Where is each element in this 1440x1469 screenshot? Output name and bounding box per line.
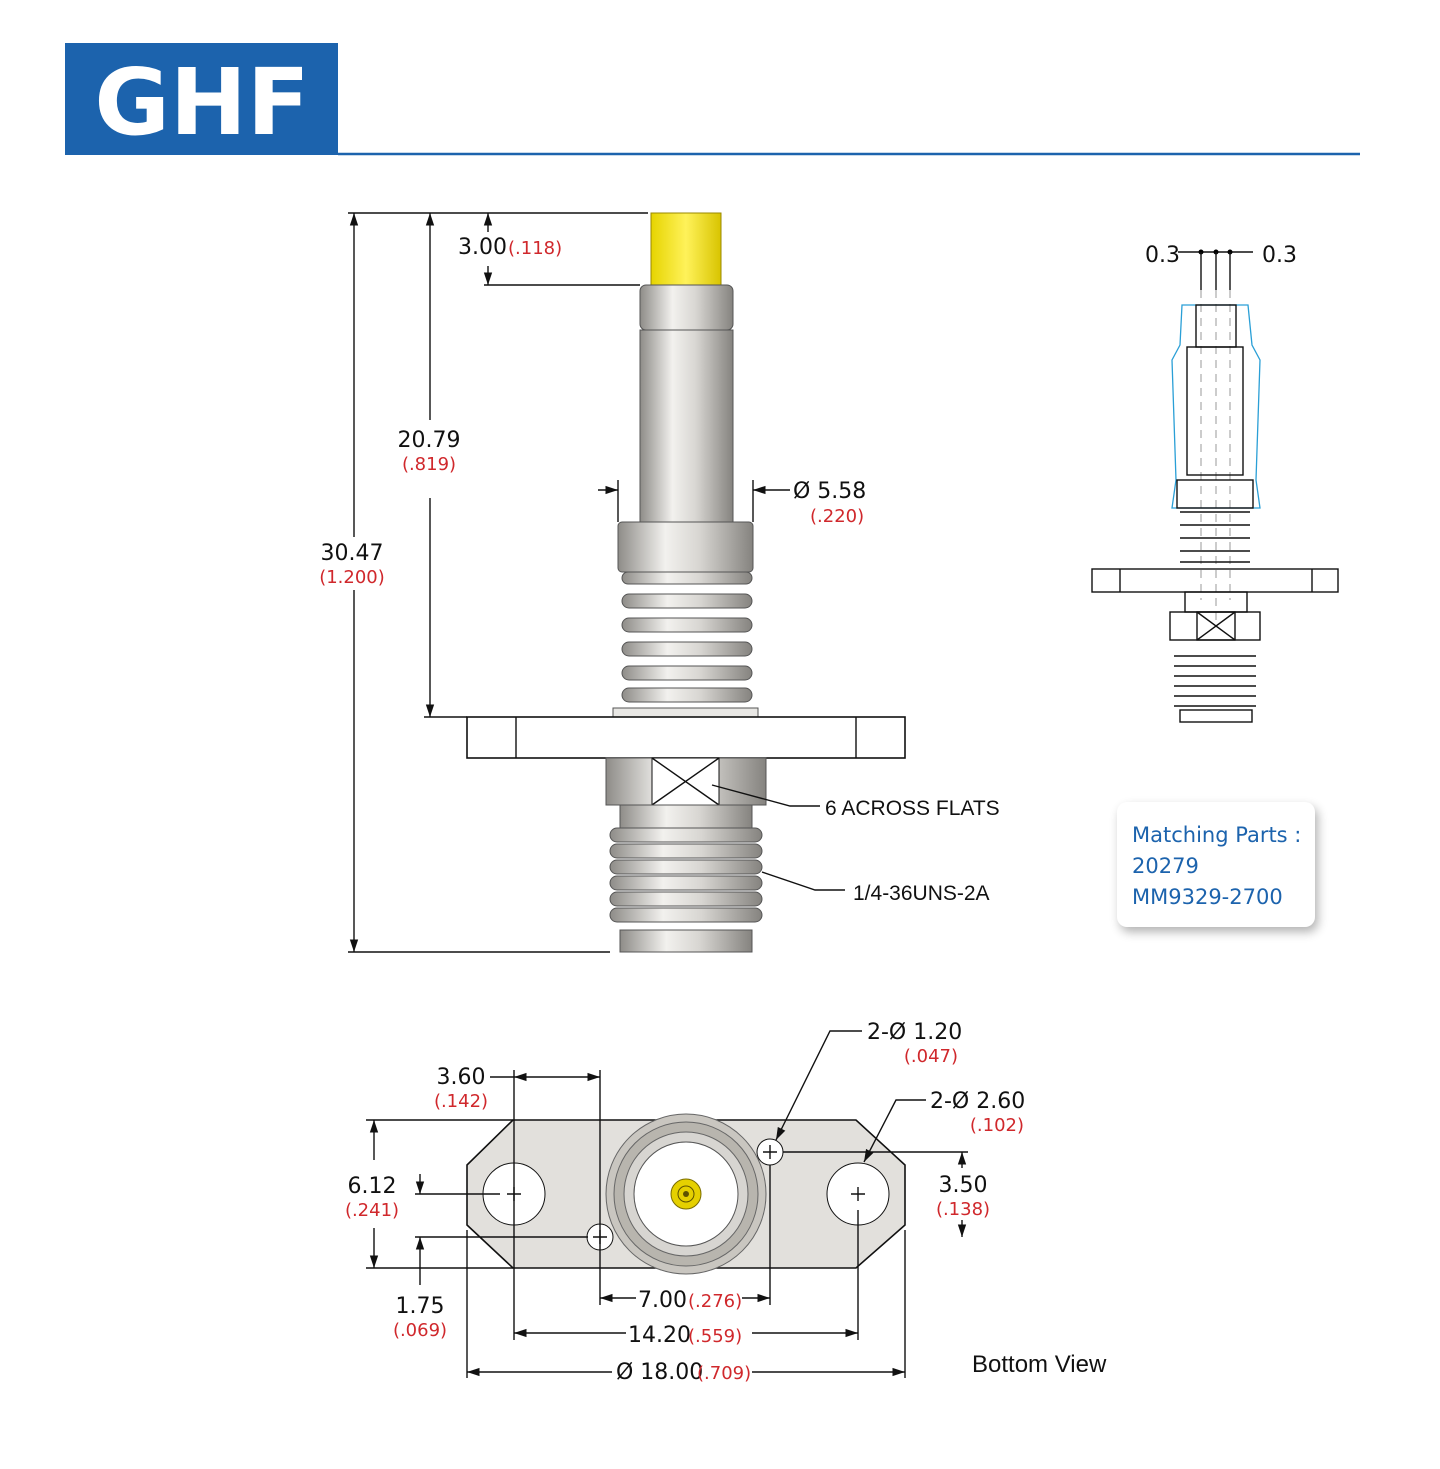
- shaft: [639, 329, 734, 523]
- matching-parts-card: Matching Parts : 20279 MM9329-2700: [1117, 802, 1315, 927]
- dim-small-hole-y-mm: 3.50: [939, 1173, 988, 1198]
- dim-height-mm: 6.12: [348, 1174, 397, 1199]
- dim-offset-mm: 3.60: [437, 1065, 486, 1090]
- dim-large-holes-in: (.102): [970, 1115, 1024, 1136]
- dim-offset-in: (.142): [434, 1091, 488, 1112]
- float-left-tol: 0.3: [1145, 243, 1180, 268]
- thread: [609, 827, 763, 923]
- contact-tip: [650, 212, 722, 286]
- header: GHF: [65, 43, 1360, 156]
- bottom-view-label: Bottom View: [972, 1351, 1107, 1378]
- dim-small-hole-x-in: (.276): [688, 1291, 742, 1312]
- matching-part: 20279: [1132, 854, 1199, 878]
- dim-hole-y-mm: 1.75: [396, 1294, 445, 1319]
- dim-spacing-in: (.559): [688, 1326, 742, 1347]
- dim-overall-in: (1.200): [319, 567, 385, 588]
- dim-overall-mm: 30.47: [321, 541, 384, 566]
- dim-hole-y-in: (.069): [393, 1320, 447, 1341]
- note-thread: 1/4-36UNS-2A: [853, 882, 990, 905]
- logo-text: GHF: [94, 49, 309, 156]
- dim-small-holes-mm: 2-Ø 1.20: [867, 1020, 962, 1045]
- dim-small-hole-y-in: (.138): [936, 1199, 990, 1220]
- dim-small-hole-x-mm: 7.00: [638, 1288, 687, 1313]
- side-view: 30.47 (1.200) 20.79 (.819) 3.00 (.118) Ø…: [319, 212, 1000, 953]
- note-flats: 6 ACROSS FLATS: [825, 797, 1000, 820]
- dim-diameter-mm: Ø 5.58: [793, 479, 866, 504]
- spring: [621, 571, 753, 703]
- dim-tip-in: (.118): [508, 238, 562, 259]
- dim-flange-mm: 20.79: [398, 428, 461, 453]
- dim-large-holes-mm: 2-Ø 2.60: [930, 1089, 1025, 1114]
- dim-spacing-mm: 14.20: [628, 1323, 691, 1348]
- flange: [466, 716, 906, 759]
- float-right-tol: 0.3: [1262, 243, 1297, 268]
- dim-diameter-in: (.220): [810, 506, 864, 527]
- dim-overall-diameter-in: (.709): [697, 1363, 751, 1384]
- nut: [617, 521, 754, 573]
- dim-overall-diameter-mm: Ø 18.00: [616, 1360, 703, 1385]
- logo-box: [65, 43, 338, 155]
- float-view: 0.3 0.3: [1091, 243, 1339, 723]
- matching-parts-title: Matching Parts :: [1132, 823, 1302, 847]
- dim-flange-in: (.819): [402, 454, 456, 475]
- dim-tip-mm: 3.00: [458, 235, 507, 260]
- matching-part: MM9329-2700: [1132, 885, 1283, 909]
- dim-height-in: (.241): [345, 1200, 399, 1221]
- bottom-view: 6.12 (.241) 1.75 (.069) 3.60 (.142) 3.50…: [345, 1020, 1107, 1385]
- dim-small-holes-in: (.047): [904, 1046, 958, 1067]
